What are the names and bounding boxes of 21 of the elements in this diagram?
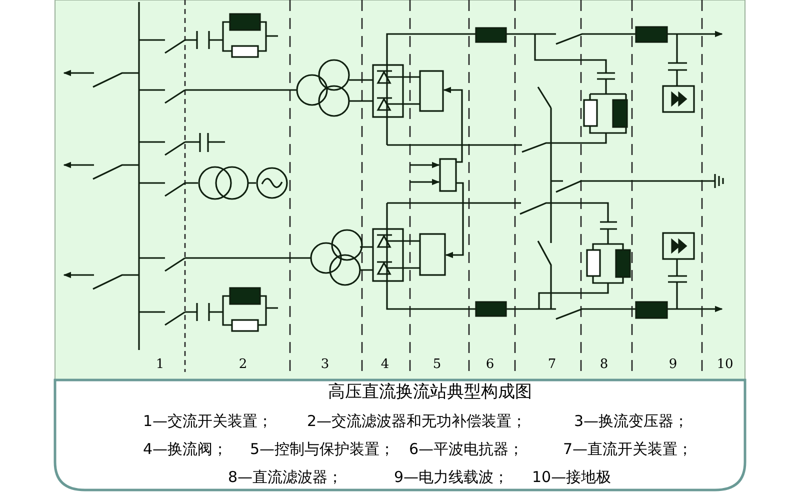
- zone-number: 7: [548, 358, 556, 371]
- zone-number: 6: [486, 358, 494, 371]
- zone-number: 3: [320, 358, 330, 371]
- zone-number: 8: [600, 358, 608, 371]
- key-entry: 5—控制与保护装置；: [250, 442, 395, 457]
- zone-number: 1: [156, 358, 164, 371]
- key-entry: 9—电力线载波；: [394, 470, 509, 485]
- zone-number: 5: [432, 358, 442, 371]
- zone-number: 4: [380, 358, 390, 371]
- key-entry: 6—平波电抗器；: [409, 442, 524, 457]
- zone-number: 10: [716, 358, 734, 371]
- key-entry: 2—交流滤波器和无功补偿装置；: [307, 414, 527, 429]
- key-entry: 1—交流开关装置；: [143, 414, 273, 429]
- zone-number: 2: [238, 358, 248, 371]
- key-entry: 3—换流变压器；: [574, 414, 689, 429]
- zone-number: 9: [668, 358, 678, 371]
- diagram-title: 高压直流换流站典型构成图: [328, 384, 532, 401]
- key-entry: 4—换流阀；: [143, 442, 228, 457]
- key-entry: 8—直流滤波器；: [228, 470, 343, 485]
- key-entry: 7—直流开关装置；: [563, 442, 693, 457]
- key-entry: 10—接地极: [532, 470, 612, 485]
